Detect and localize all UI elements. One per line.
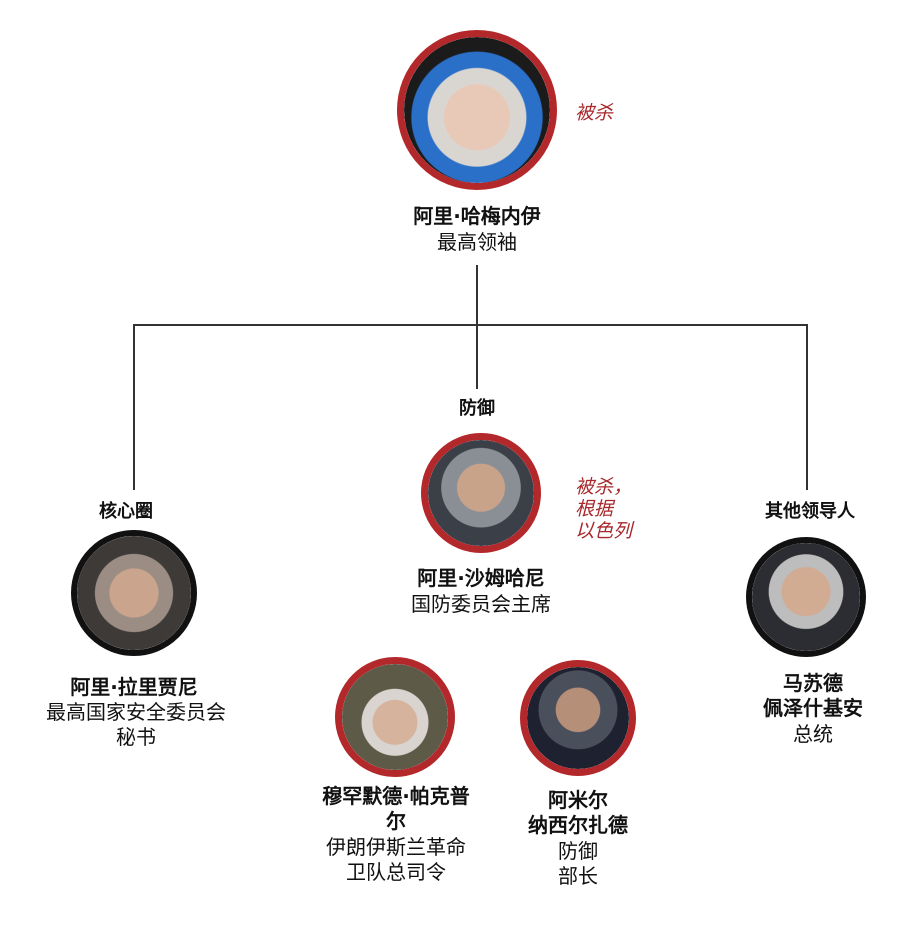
portrait-khamenei	[397, 30, 557, 190]
person-photo	[428, 440, 534, 546]
group-label-inner-circle: 核心圈	[99, 501, 153, 522]
person-title: 卫队总司令	[346, 860, 446, 884]
person-name: 阿里·拉里贾尼	[70, 675, 198, 699]
person-photo	[77, 536, 191, 650]
person-title: 总统	[793, 722, 833, 746]
status-note-killed: 被杀	[575, 102, 614, 124]
note-line: 根据	[575, 498, 614, 520]
connector-line	[133, 324, 808, 326]
person-name: 阿里·沙姆哈尼	[417, 566, 545, 590]
connector-line	[133, 324, 135, 490]
person-name: 阿里·哈梅内伊	[413, 204, 541, 228]
group-label-defense: 防御	[459, 398, 495, 419]
person-title: 最高领袖	[437, 230, 517, 254]
person-name: 纳西尔扎德	[528, 813, 628, 837]
person-title: 最高国家安全委员会	[46, 700, 226, 724]
person-name: 阿米尔	[548, 788, 608, 812]
person-name: 马苏德	[783, 671, 843, 695]
person-photo	[342, 664, 448, 770]
person-title: 部长	[558, 864, 598, 888]
person-name: 佩泽什基安	[763, 696, 863, 720]
person-name: 尔	[386, 809, 406, 833]
person-photo	[527, 667, 629, 769]
portrait-pakpour	[335, 657, 455, 777]
note-line: 被杀，	[575, 476, 633, 498]
status-note-killed: 被杀， 根据 以色列	[575, 476, 632, 542]
portrait-shamkhani	[421, 433, 541, 553]
group-label-other-leaders: 其他领导人	[765, 501, 855, 522]
person-photo	[752, 543, 860, 651]
person-title: 防御	[558, 839, 598, 863]
connector-line	[806, 324, 808, 490]
person-title: 伊朗伊斯兰革命	[326, 835, 466, 859]
portrait-larijani	[71, 530, 197, 656]
person-photo	[404, 37, 550, 183]
portrait-nasirzadeh	[520, 660, 636, 776]
person-title: 秘书	[116, 725, 156, 749]
person-name: 穆罕默德·帕克普	[322, 784, 470, 808]
person-title: 国防委员会主席	[411, 592, 551, 616]
connector-line	[476, 265, 478, 389]
portrait-pezeshkian	[746, 537, 866, 657]
note-line: 以色列	[575, 520, 633, 542]
